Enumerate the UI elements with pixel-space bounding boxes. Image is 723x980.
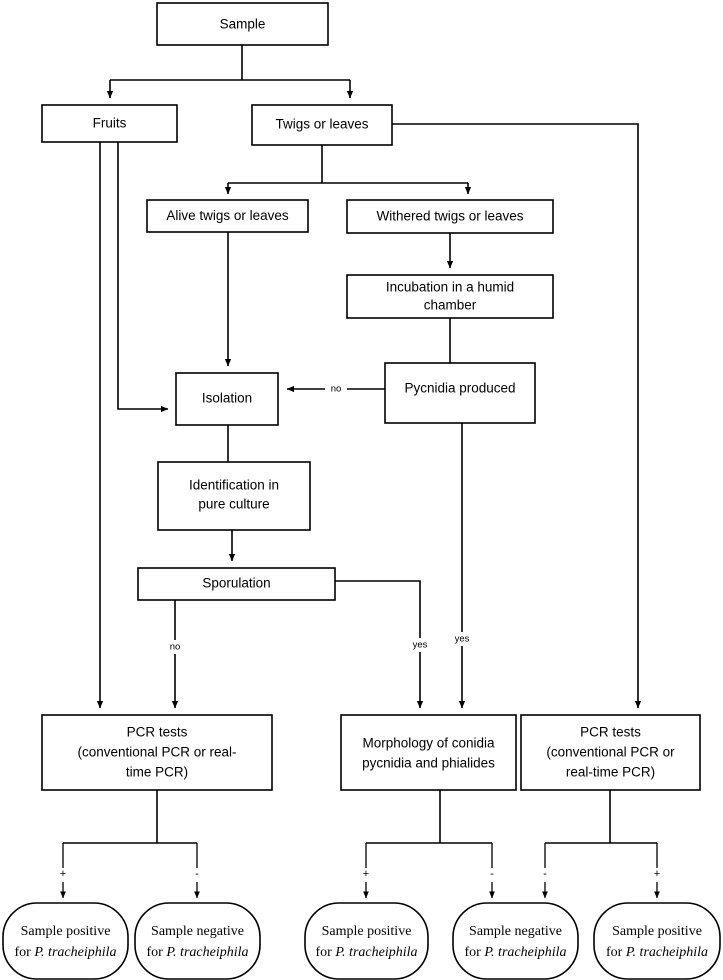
node-isolation-label: Isolation xyxy=(202,391,252,406)
node-pycnidia-produced[interactable]: Pycnidia produced xyxy=(384,362,536,424)
terminator-1-line1: Sample positive xyxy=(21,924,111,939)
edge-label-group: no yes no yes xyxy=(163,382,474,654)
node-incubation-label-line1: Incubation in a humid xyxy=(386,280,514,295)
sign-label-pcr-right-positive: + xyxy=(654,868,660,880)
terminator-sample-negative-2[interactable]: Sample negative for P. tracheiphila xyxy=(452,902,579,980)
edge-sample-split xyxy=(106,45,354,99)
edge-morphology-split xyxy=(363,790,495,899)
node-identification[interactable]: Identification in pure culture xyxy=(157,461,311,531)
node-isolation[interactable]: Isolation xyxy=(175,372,279,426)
node-pcr-right-label-line1: PCR tests xyxy=(580,725,641,740)
sign-label-group: + - + - - + xyxy=(55,868,665,882)
node-incubation[interactable]: Incubation in a humid chamber xyxy=(346,274,554,319)
terminator-4-line1: Sample negative xyxy=(469,924,562,939)
terminator-sample-positive-1[interactable]: Sample positive for P. tracheiphila xyxy=(2,902,129,980)
edge-label-sporulation-yes: yes xyxy=(413,640,428,651)
terminator-1-line2: for P. tracheiphila xyxy=(14,945,116,960)
node-pcr-tests-right[interactable]: PCR tests (conventional PCR or real-time… xyxy=(520,714,701,791)
node-fruits-label: Fruits xyxy=(93,116,127,131)
node-morphology-label-line2: pycnidia and phialides xyxy=(362,756,495,771)
edge-twigs-to-pcr-right xyxy=(392,123,642,709)
node-identification-label-line1: Identification in xyxy=(189,478,279,493)
edge-pcr-left-split xyxy=(60,790,200,899)
node-withered-twigs[interactable]: Withered twigs or leaves xyxy=(346,199,554,234)
terminator-sample-positive-2[interactable]: Sample positive for P. tracheiphila xyxy=(304,902,429,980)
terminator-5-line1: Sample positive xyxy=(612,924,702,939)
node-sporulation[interactable]: Sporulation xyxy=(137,567,336,601)
node-morphology[interactable]: Morphology of conidia pycnidia and phial… xyxy=(340,714,517,791)
sign-label-morphology-negative: - xyxy=(490,868,494,880)
sign-label-pcr-right-negative: - xyxy=(543,868,547,880)
node-pycnidia-label: Pycnidia produced xyxy=(404,381,515,396)
node-incubation-label-line2: chamber xyxy=(424,298,477,313)
edge-label-pycnidia-no: no xyxy=(331,384,342,395)
terminator-3-line2: for P. tracheiphila xyxy=(315,945,417,960)
node-twigs-label: Twigs or leaves xyxy=(275,117,368,132)
node-twigs-or-leaves[interactable]: Twigs or leaves xyxy=(251,104,393,146)
node-sporulation-label: Sporulation xyxy=(202,576,270,591)
terminator-2-line1: Sample negative xyxy=(151,924,244,939)
node-sample-label: Sample xyxy=(220,17,266,32)
node-pcr-left-label-line2: (conventional PCR or real- xyxy=(77,745,236,760)
node-alive-twigs[interactable]: Alive twigs or leaves xyxy=(146,199,309,233)
node-withered-label: Withered twigs or leaves xyxy=(376,209,523,224)
terminator-sample-positive-3[interactable]: Sample positive for P. tracheiphila xyxy=(593,902,721,980)
sign-label-pcr-left-positive: + xyxy=(60,868,66,880)
terminator-2-line2: for P. tracheiphila xyxy=(146,945,248,960)
edge-fruits-to-isolation xyxy=(117,142,169,413)
edge-twigs-split xyxy=(224,145,472,195)
terminator-sample-negative-1[interactable]: Sample negative for P. tracheiphila xyxy=(134,902,261,980)
edge-pcr-right-split xyxy=(542,790,660,899)
node-fruits[interactable]: Fruits xyxy=(41,104,178,143)
edge-sporulation-yes xyxy=(335,580,424,709)
sign-label-morphology-positive: + xyxy=(363,868,369,880)
terminator-4-line2: for P. tracheiphila xyxy=(464,945,566,960)
node-alive-label: Alive twigs or leaves xyxy=(166,208,289,223)
terminator-3-line1: Sample positive xyxy=(322,924,412,939)
node-identification-label-line2: pure culture xyxy=(198,497,269,512)
node-pcr-left-label-line1: PCR tests xyxy=(127,725,188,740)
node-sample[interactable]: Sample xyxy=(156,2,329,46)
node-pcr-tests-left[interactable]: PCR tests (conventional PCR or real- tim… xyxy=(41,714,273,791)
edge-label-pycnidia-yes: yes xyxy=(455,634,470,645)
edge-label-sporulation-no: no xyxy=(170,642,181,653)
node-morphology-label-line1: Morphology of conidia xyxy=(362,736,495,751)
sign-label-pcr-left-negative: - xyxy=(195,868,199,880)
node-pcr-left-label-line3: time PCR) xyxy=(126,765,188,780)
terminator-5-line2: for P. tracheiphila xyxy=(606,945,708,960)
node-pcr-right-label-line3: real-time PCR) xyxy=(566,765,655,780)
node-pcr-right-label-line2: (conventional PCR or xyxy=(546,745,675,760)
